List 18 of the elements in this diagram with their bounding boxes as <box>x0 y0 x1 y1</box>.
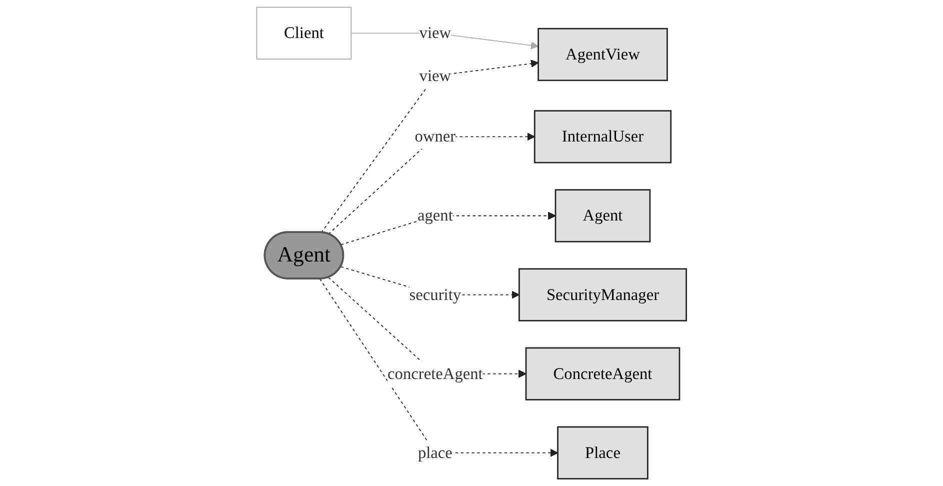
edge-label: view <box>419 24 452 42</box>
arrow <box>328 132 535 234</box>
node-box: SecurityManager <box>518 268 687 322</box>
edge-label: owner <box>414 127 456 146</box>
edge-label: view <box>419 66 452 84</box>
edge-label: security <box>409 285 462 304</box>
node-box: Client <box>256 6 352 60</box>
node-box: Place <box>557 426 648 480</box>
node-box: InternalUser <box>534 110 672 164</box>
arrow <box>319 278 558 457</box>
edge-label: concreteAgent <box>388 364 483 382</box>
node-box: ConcreteAgent <box>525 347 680 400</box>
node-box: AgentView <box>538 28 668 82</box>
edge-label: agent <box>417 206 453 224</box>
edge-label: place <box>418 443 452 462</box>
arrow <box>328 277 526 378</box>
arrow <box>320 60 539 234</box>
node-box: Agent <box>554 189 651 242</box>
